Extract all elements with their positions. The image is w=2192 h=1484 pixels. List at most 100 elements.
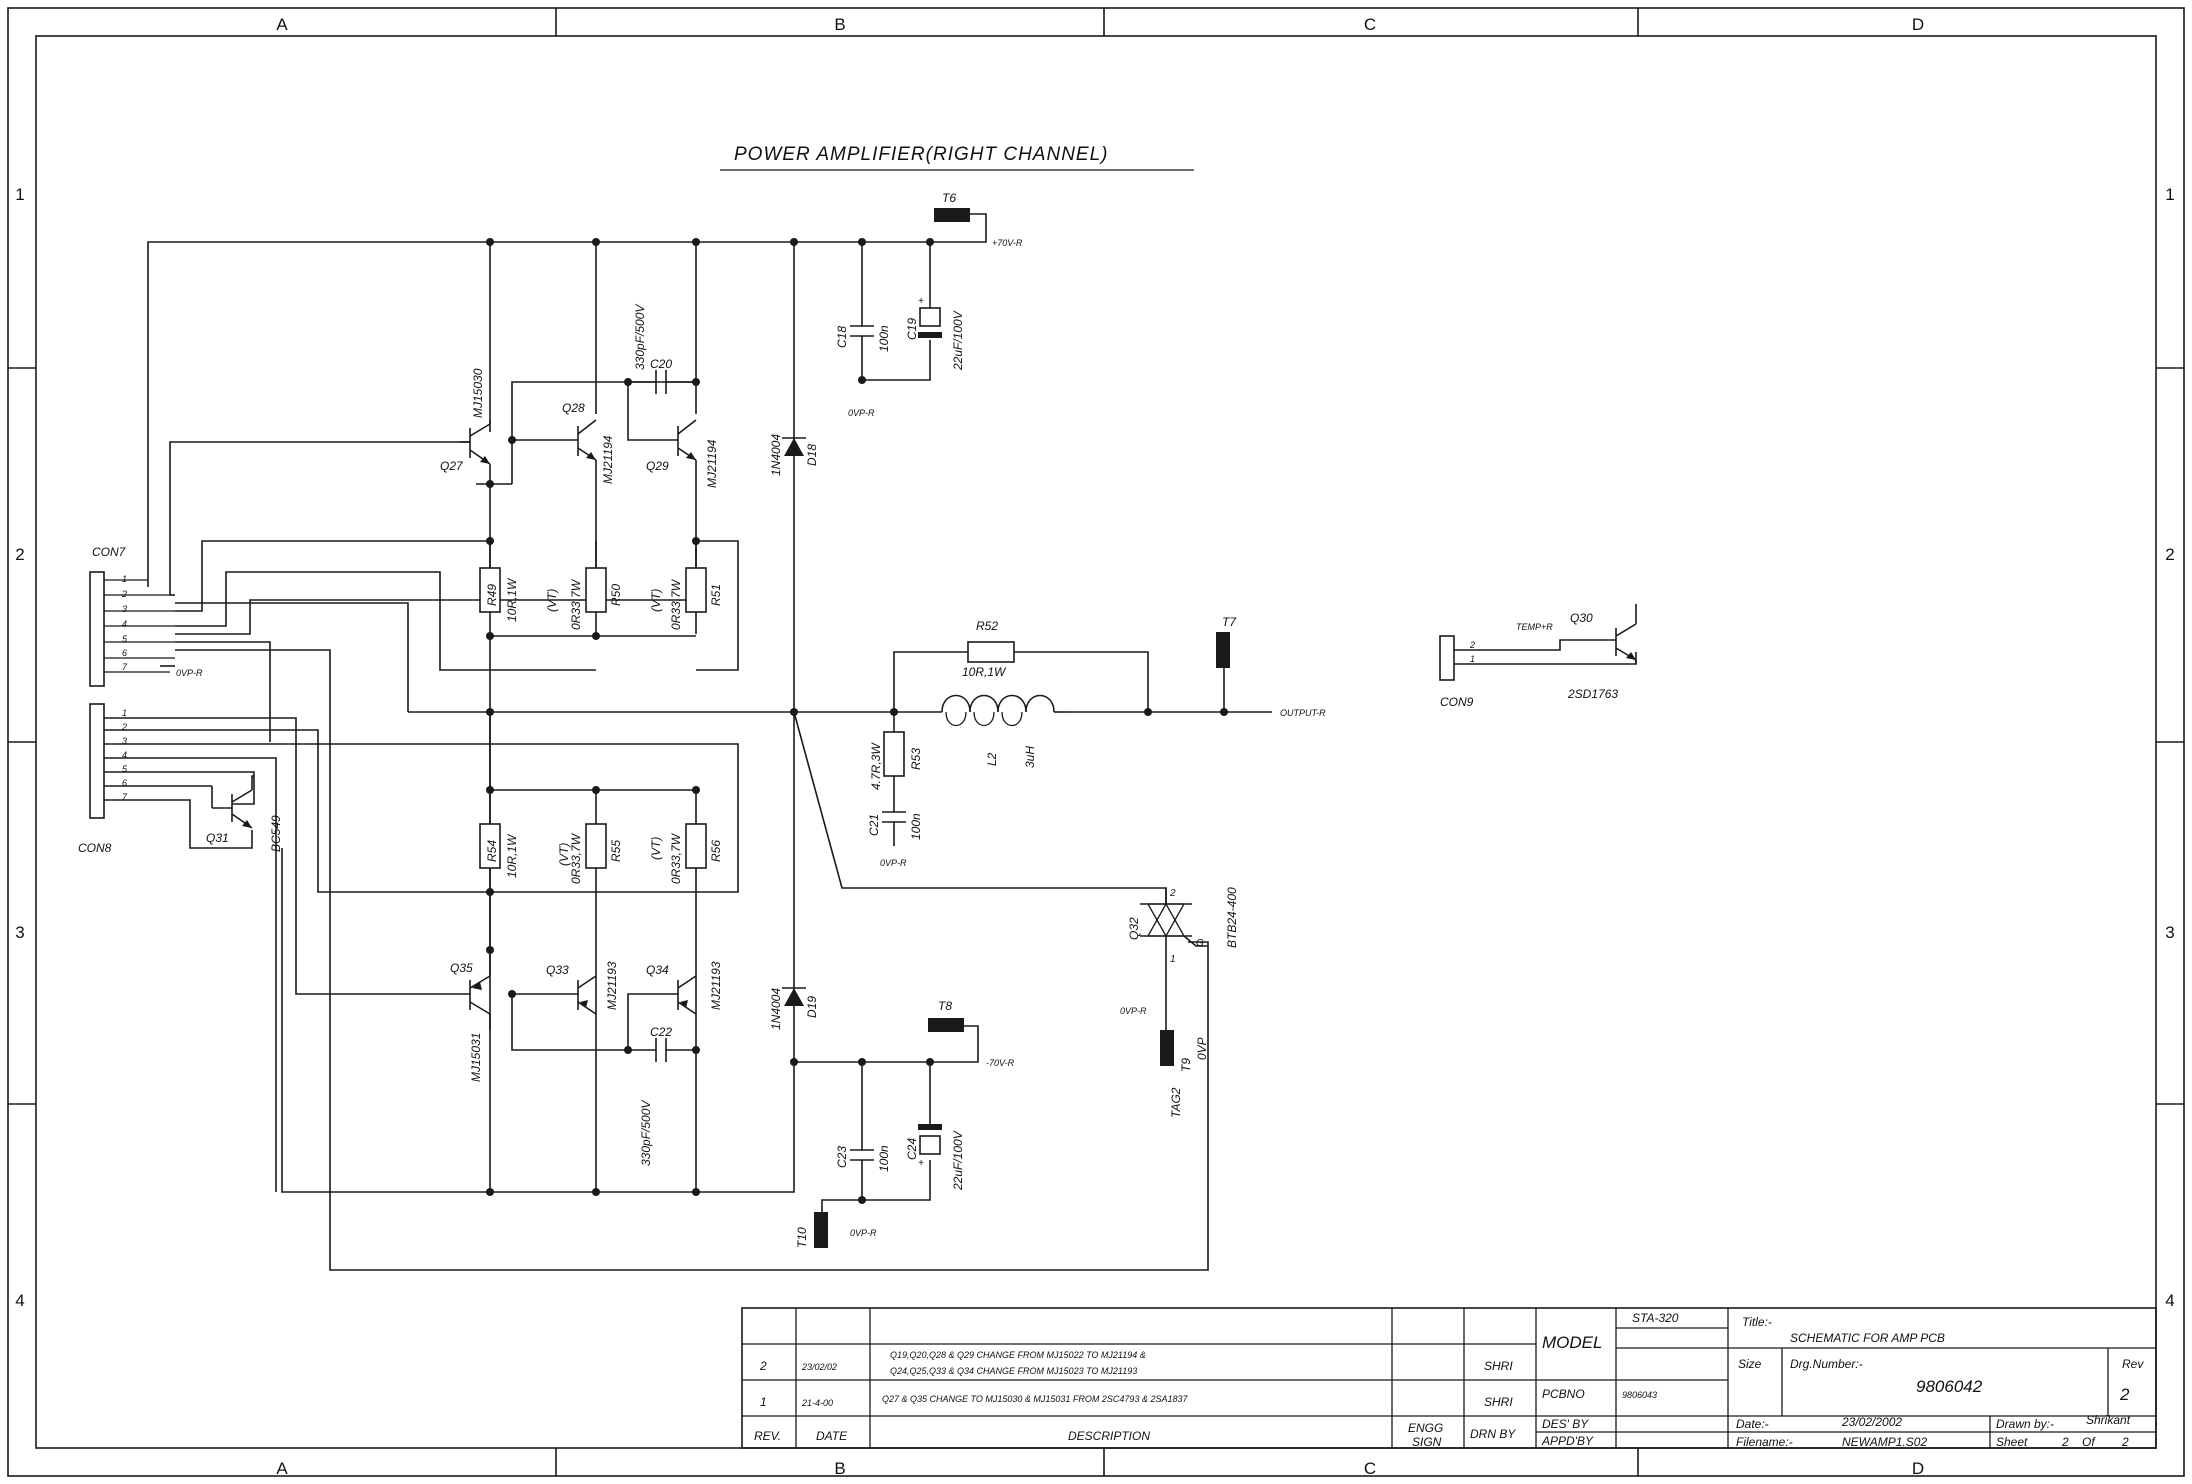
col-label-top-c: C: [1364, 15, 1376, 34]
terminals: T6 +70V-R T7 OUTPUT-R T8 -70V-R T9 0VP T…: [795, 191, 1326, 1248]
label-r51-vt: (VT): [649, 589, 663, 612]
connector-con8: 1 2 3 4 5 6 7 CON8: [78, 703, 128, 855]
label-t10: T10: [795, 1227, 809, 1248]
label-q31: Q31: [206, 831, 229, 845]
label-q30: Q30: [1570, 611, 1593, 625]
label-r52-value: 10R,1W: [962, 665, 1007, 679]
terminal-t6: [934, 208, 970, 222]
connector-con7: 1 2 3 4 5 6 7 0VP-R CON7: [89, 545, 203, 687]
col-label-top-a: A: [276, 15, 288, 34]
label-r53: R53: [909, 748, 923, 770]
con8-pin-3: 3: [122, 736, 127, 746]
label-q33-part: MJ21193: [605, 961, 619, 1010]
label-gnd-c23: 0VP-R: [850, 1228, 877, 1238]
label-q34: Q34: [646, 963, 669, 977]
sheet-of-label: Of: [2082, 1435, 2096, 1449]
rev-2-desc-line2: Q24,Q25,Q33 & Q34 CHANGE FROM MJ15023 TO…: [890, 1366, 1137, 1376]
transistor-q34: Q34 MJ21193: [646, 961, 723, 1015]
pcbno-value: 9806043: [1622, 1390, 1657, 1400]
rev-label: Rev: [2122, 1357, 2144, 1371]
label-r51: R51: [709, 584, 723, 606]
triac-q32: 2 1 G Q32 BTB24-400 0VP-R: [1120, 887, 1239, 1016]
label-q27: Q27: [440, 459, 464, 473]
row-label-left-1: 1: [15, 185, 24, 204]
row-label-left-2: 2: [15, 545, 24, 564]
resistor-r54: [479, 823, 501, 869]
appdby-label: APPD'BY: [1541, 1434, 1594, 1448]
pcbno-label: PCBNO: [1542, 1387, 1585, 1401]
drg-number-value: 9806042: [1916, 1377, 1983, 1396]
label-triac-pin2: 2: [1169, 888, 1176, 899]
label-c19: C19: [905, 318, 919, 340]
resistor-r56: [685, 823, 707, 869]
terminal-t9: [1160, 1030, 1174, 1066]
rev-2-date: 23/02/02: [801, 1362, 837, 1372]
label-q31-part: BC549: [269, 815, 283, 852]
label-r50-vt: (VT): [545, 589, 559, 612]
label-t9: T9: [1179, 1058, 1193, 1072]
rev-1-date: 21-4-00: [801, 1398, 833, 1408]
label-d18: D18: [805, 444, 819, 466]
label-l2: L2: [985, 752, 999, 766]
label-q34-part: MJ21193: [709, 961, 723, 1010]
drawing-frame: [7, 7, 2185, 1477]
rev-1-desc-line1: Q27 & Q35 CHANGE TO MJ15030 & MJ15031 FR…: [882, 1394, 1188, 1404]
label-l2-value: 3uH: [1023, 746, 1037, 768]
label-d19: D19: [805, 996, 819, 1018]
label-gnd-c18: 0VP-R: [848, 408, 875, 418]
rev-1-sign: SHRI: [1484, 1395, 1513, 1409]
label-gnd-triac: 0VP-R: [1120, 1006, 1147, 1016]
diodes: D18 1N4004 D19 1N4004: [769, 434, 819, 1030]
capacitors: C18 100n 0VP-R + C19 22uF/100V C20 330pF…: [633, 296, 965, 1238]
sheet-number: 2: [2061, 1435, 2069, 1449]
con7-pin-2: 2: [121, 589, 127, 599]
junction-dots: [486, 238, 1228, 1204]
label-q35-part: MJ15031: [469, 1033, 483, 1082]
header-date: DATE: [816, 1429, 848, 1443]
label-temp: TEMP+R: [1516, 622, 1553, 632]
transistor-q29: Q29 MJ21194: [646, 419, 719, 488]
con8-pin-7: 7: [122, 792, 128, 802]
label-t6: T6: [942, 191, 956, 205]
drawn-by-value: Shrikant: [2086, 1413, 2131, 1427]
resistor-r53: [883, 731, 905, 777]
label-q32: Q32: [1127, 917, 1141, 940]
label-triac-gate: G: [1196, 938, 1204, 949]
resistor-r55: [585, 823, 607, 869]
label-pos-rail: +70V-R: [992, 238, 1023, 248]
date-value: 23/02/2002: [1841, 1415, 1902, 1429]
resistor-r50: [585, 567, 607, 613]
diode-d19: [784, 988, 804, 1006]
con7-pin-4: 4: [122, 619, 127, 629]
col-label-bottom-c: C: [1364, 1459, 1376, 1478]
label-q28-part: MJ21194: [601, 435, 615, 484]
con7-pin-7: 7: [122, 662, 128, 672]
con8-pin-4: 4: [122, 750, 127, 760]
connector-con9: 2 1 CON9: [1439, 635, 1475, 709]
sheet-total: 2: [2121, 1435, 2129, 1449]
svg-text:+: +: [918, 296, 924, 307]
filename-value: NEWAMP1.S02: [1842, 1435, 1927, 1449]
label-r55: R55: [609, 840, 623, 862]
con7-pin-6: 6: [122, 648, 127, 658]
label-con9: CON9: [1440, 695, 1474, 709]
terminal-t8: [928, 1018, 964, 1032]
label-c20: C20: [650, 357, 672, 371]
model-label: MODEL: [1542, 1333, 1602, 1352]
title-value: SCHEMATIC FOR AMP PCB: [1790, 1331, 1945, 1345]
resistor-r51: [685, 567, 707, 613]
label-c19-value: 22uF/100V: [951, 310, 965, 371]
con9-pin-2: 2: [1469, 640, 1475, 650]
row-label-right-2: 2: [2165, 545, 2174, 564]
model-value: STA-320: [1632, 1311, 1679, 1325]
wires: [104, 213, 1637, 1271]
label-con8: CON8: [78, 841, 112, 855]
filename-label: Filename:-: [1736, 1435, 1793, 1449]
label-c21: C21: [867, 814, 881, 836]
label-con7-gnd: 0VP-R: [176, 668, 203, 678]
con7-pin-1: 1: [122, 574, 127, 584]
label-q28: Q28: [562, 401, 585, 415]
col-label-top-b: B: [834, 15, 845, 34]
date-label: Date:-: [1736, 1417, 1769, 1431]
